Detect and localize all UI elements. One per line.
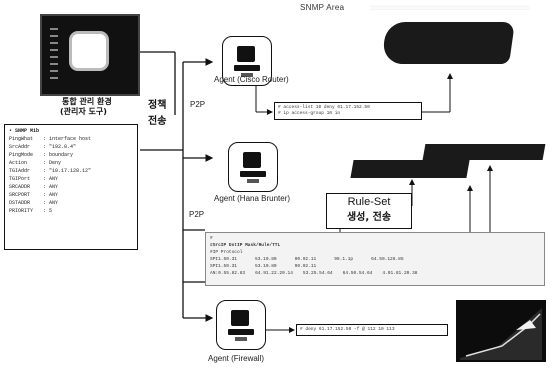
ruleset-subtitle: 생성, 전송 (327, 208, 411, 223)
cisco-router-device (381, 22, 515, 64)
console-indicator-dots (50, 28, 58, 84)
mib-row: DSTADDR: ANY (9, 199, 133, 207)
manager-caption-line2: (관리자 도구) (60, 106, 107, 117)
agent-cisco-label: Agent (Cisco Router) (214, 75, 289, 84)
p2p-label-mid: P2P (189, 210, 204, 219)
firewall-screen (456, 300, 546, 362)
p2p-label-top: P2P (190, 100, 205, 109)
ruleset-box: Rule-Set 생성, 전송 (326, 193, 412, 229)
mib-row: PRIORITY: 5 (9, 207, 133, 215)
agent-hana-label: Agent (Hana Brunter) (214, 194, 290, 203)
mib-row: PingWhat: interface host (9, 135, 133, 143)
switch-device-top (423, 144, 546, 160)
rule-sheet-header-line: # (210, 235, 540, 242)
mib-row: TGIPort: ANY (9, 175, 133, 183)
policy-send-line1: 정책 (148, 96, 166, 111)
mib-row: PingMode: boundary (9, 151, 133, 159)
mib-row: SrcAddr: "192.0.4" (9, 143, 133, 151)
mib-row: SRCADDR: ANY (9, 183, 133, 191)
management-console (40, 14, 140, 96)
mib-row: TGIAddr: "10.17.128.12" (9, 167, 133, 175)
switch-device-middle (350, 160, 469, 178)
snmp-mib-panel: • SNMP Mib PingWhat: interface host SrcA… (4, 124, 138, 250)
agent-firewall-label: Agent (Firewall) (208, 354, 264, 363)
agent-hana-icon (228, 142, 278, 192)
mib-row: SRCPORT: ANY (9, 191, 133, 199)
rule-sheet-header-line: #IP Protocol (210, 249, 540, 256)
rule-sheet-header-line: #SrcIP DstIP Mask/Rule/TTL (210, 242, 540, 249)
mib-title: • SNMP Mib (9, 127, 133, 135)
mib-row: Action: Deny (9, 159, 133, 167)
cisco-acl-note: # access-list 10 deny 61.17.152.50 # ip … (274, 102, 422, 120)
rule-sheet: # #SrcIP DstIP Mask/Rule/TTL #IP Protoco… (205, 232, 545, 286)
snmp-area-title: SNMP Area (300, 3, 344, 12)
header-noise (370, 5, 530, 10)
firewall-screen-graphic (456, 300, 546, 362)
policy-send-line2: 전송 (148, 112, 166, 127)
ruleset-title: Rule-Set (327, 196, 411, 208)
firewall-rule-note: # deny 61.17.152.50 -f @ 112 10 113 (296, 324, 448, 336)
console-screen (72, 34, 106, 68)
agent-firewall-icon (216, 300, 266, 350)
